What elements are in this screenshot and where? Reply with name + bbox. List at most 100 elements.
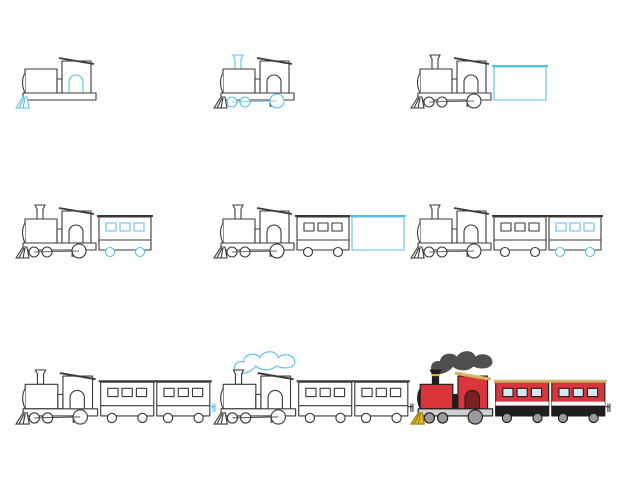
locomotive <box>14 369 99 425</box>
boiler-front <box>22 388 26 409</box>
car-window <box>333 387 346 398</box>
car-stripe <box>551 401 605 406</box>
cab-roof <box>454 371 491 381</box>
boiler-rear <box>255 393 262 410</box>
car-window <box>135 387 148 398</box>
car-window <box>555 222 567 232</box>
car-window <box>121 387 133 398</box>
car-window <box>530 387 543 398</box>
boiler-front <box>219 72 224 94</box>
connecting-rod <box>34 416 81 419</box>
boiler-rear <box>451 228 458 244</box>
car-window <box>317 222 329 232</box>
car-window <box>119 222 131 232</box>
passenger-car <box>492 65 548 101</box>
rear-buffer <box>407 403 414 412</box>
passenger-car <box>98 380 156 424</box>
step-1 <box>14 57 97 109</box>
car-window <box>163 387 175 398</box>
boiler-rear <box>57 393 64 410</box>
step-4 <box>14 204 153 259</box>
car-window <box>177 387 189 398</box>
chimney <box>232 204 244 220</box>
boiler-front <box>21 222 26 244</box>
boiler <box>24 68 58 94</box>
cowcatcher <box>14 246 30 259</box>
car-window <box>361 387 373 398</box>
car-wheel <box>106 412 118 424</box>
passenger-car <box>350 215 406 251</box>
car-body <box>156 381 211 417</box>
car-wheel <box>304 412 316 424</box>
cowcatcher <box>409 246 425 259</box>
boiler <box>419 68 453 94</box>
locomotive <box>14 57 97 109</box>
car-wheel <box>499 246 511 258</box>
cowcatcher <box>212 96 228 109</box>
chimney <box>34 204 46 220</box>
step-5 <box>212 204 406 259</box>
chassis <box>22 92 97 101</box>
passenger-car <box>296 380 354 424</box>
chimney-band <box>431 374 440 377</box>
cowcatcher <box>14 96 30 109</box>
car-body <box>100 381 155 417</box>
boiler-front <box>416 222 421 244</box>
car-underframe <box>495 405 549 416</box>
car-body <box>493 66 547 101</box>
chimney <box>34 369 47 385</box>
boiler <box>24 218 58 244</box>
car-window <box>572 387 584 398</box>
boiler <box>419 383 454 410</box>
car-window <box>133 222 145 232</box>
car-wheel <box>391 412 402 424</box>
car-wheel <box>332 246 344 258</box>
cab-roof <box>256 207 293 215</box>
car-window <box>331 222 343 232</box>
car-window <box>583 222 595 232</box>
car-wheel <box>193 412 204 424</box>
cab-roof <box>58 57 95 65</box>
car-wheel <box>554 246 566 258</box>
step-3 <box>409 54 548 109</box>
cab-roof <box>59 372 96 381</box>
car-stripe <box>495 401 549 406</box>
car-body <box>354 381 409 417</box>
boiler-rear <box>56 228 63 244</box>
chimney <box>429 204 441 220</box>
connecting-rod <box>231 250 278 253</box>
step-6 <box>409 204 603 259</box>
locomotive <box>212 204 295 259</box>
passenger-car <box>492 215 548 258</box>
car-window <box>586 387 599 398</box>
passenger-car <box>549 379 607 424</box>
boiler-rear <box>56 78 63 94</box>
loco-wheel <box>423 412 436 424</box>
car-wheel <box>588 412 599 424</box>
car-window <box>502 387 514 398</box>
passenger-car <box>154 380 212 424</box>
car-body <box>548 216 602 251</box>
car-wheel <box>134 246 146 258</box>
boiler-front <box>21 72 26 94</box>
chimney <box>429 54 441 70</box>
connecting-rod <box>231 100 278 103</box>
boiler <box>222 383 257 410</box>
car-window <box>105 222 117 232</box>
locomotive <box>409 54 492 109</box>
cowcatcher <box>212 246 228 259</box>
cab-roof <box>256 57 293 65</box>
loco-wheel <box>436 412 449 424</box>
car-wheel <box>162 412 174 424</box>
boiler <box>222 218 256 244</box>
car-wheel <box>501 412 513 424</box>
locomotive <box>14 204 97 259</box>
connecting-rod <box>428 100 475 103</box>
cab-roof <box>453 207 490 215</box>
car-window <box>305 387 317 398</box>
boiler <box>24 383 59 410</box>
car-wheel <box>557 412 569 424</box>
step-2 <box>212 54 295 109</box>
boiler-front <box>220 388 224 409</box>
car-wheel <box>302 246 314 258</box>
